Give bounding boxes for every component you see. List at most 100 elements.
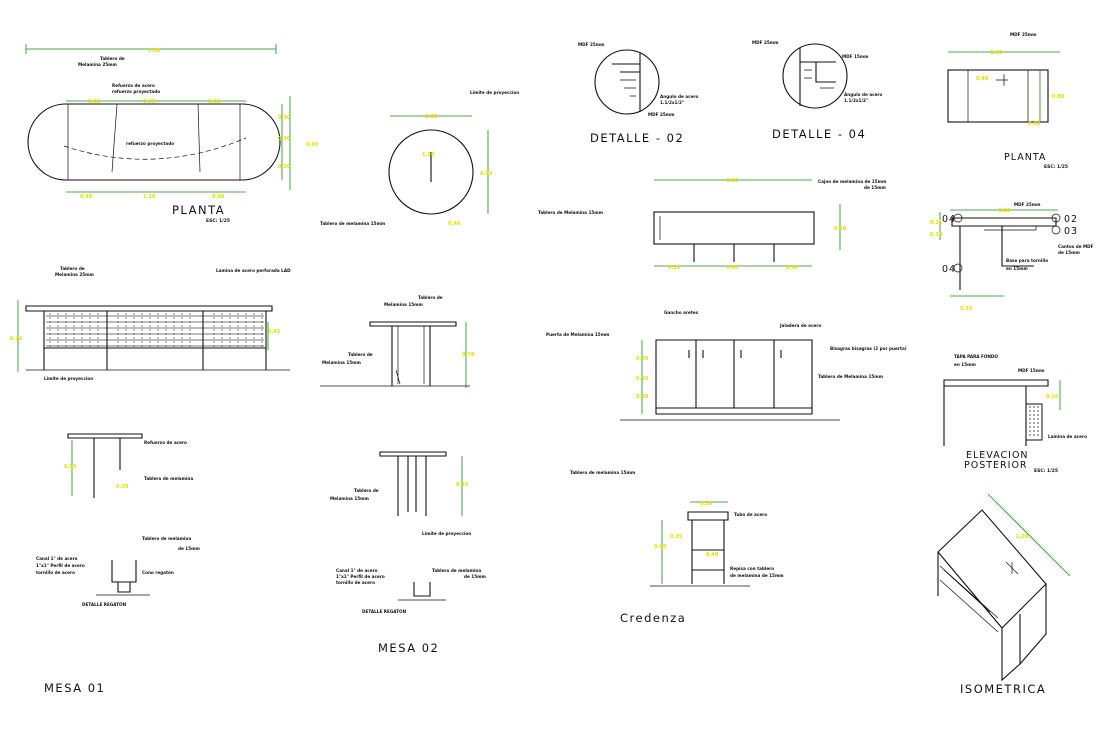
dim-label: 1.50: [990, 50, 1003, 56]
view-title: PLANTA: [1004, 152, 1046, 163]
detail-hatch: [620, 79, 636, 97]
note-label: de 15mm: [178, 546, 200, 551]
note-label: de 15mm: [1058, 250, 1080, 255]
dim-label: 0.40: [726, 265, 739, 271]
note-label: Refuerzo de acero: [144, 440, 187, 445]
note-label: Angulo de acero: [660, 94, 698, 99]
dim-label: 0.80: [1052, 94, 1065, 100]
dim-label: 0.40: [208, 99, 221, 105]
table-legs: [397, 456, 427, 516]
note-label: Tablero de Melamina 15mm: [538, 210, 604, 215]
note-label: Tablero de melamina 15mm: [570, 470, 636, 475]
dim-label: 0.10: [930, 232, 943, 238]
tabletop-edge: [67, 433, 143, 439]
support-line: [395, 326, 425, 385]
tabletop-edge: [379, 451, 447, 457]
dim-label: 0.40: [706, 552, 719, 558]
dim-label: 0.35: [456, 482, 469, 488]
note-label: Melamina 25mm: [78, 62, 118, 67]
note-label: MDF 25mm: [578, 42, 605, 47]
note-label: Jaladera de acero: [779, 323, 821, 328]
dim-label: 0.40: [976, 76, 989, 82]
dim-label: 0.15: [930, 220, 943, 226]
projection-curve: [63, 137, 247, 160]
tabletop-edge: [25, 305, 273, 312]
view-title: DETALLE - 04: [772, 127, 866, 141]
note-label: Tubo de acero: [734, 512, 767, 517]
view-title: PLANTA: [172, 203, 225, 217]
support-line: [111, 103, 201, 173]
view-title: MESA 02: [378, 641, 439, 655]
desk-isometric-sides: [937, 552, 1047, 682]
dim-label: 0.76: [10, 336, 23, 342]
table-legs: [43, 311, 267, 370]
detail-circle: [594, 49, 660, 115]
callout-number: 04: [942, 214, 956, 225]
divider-lines: [693, 244, 775, 262]
note-label: Tablero de: [418, 295, 443, 300]
note-label: Puerta de Melamina 15mm: [546, 332, 610, 337]
dim-line-vertical: [281, 96, 291, 190]
mesa02-elevation: Tablero de Melamina 15mm Tablero de Mela…: [320, 295, 475, 388]
note-label: Tablero de melamina: [144, 476, 193, 481]
note-label: Tablero de: [60, 266, 85, 271]
note-label: MDF 15mm: [1018, 368, 1045, 373]
oval-tabletop: [27, 103, 281, 181]
note-label: de melamina de 15mm: [730, 573, 784, 578]
note-label: MDF 25mm: [1010, 32, 1037, 37]
edge-line: [967, 70, 1029, 122]
note-label: tornillo de acero: [336, 580, 375, 585]
table-legs: [93, 438, 121, 498]
round-tabletop: [388, 129, 474, 215]
note-label: TAPA PARA FONDO: [954, 354, 998, 359]
dim-label: 0.40: [88, 99, 101, 105]
callout-circle: [953, 263, 963, 273]
dim-label: 0.30: [636, 394, 649, 400]
note-label: en 15mm: [954, 362, 976, 367]
note-label: Tablero de Melamina 15mm: [818, 374, 884, 379]
dim-label: 0.30: [668, 265, 681, 271]
dim-label: 1.20: [1016, 534, 1029, 540]
desk-legs: [959, 226, 1034, 290]
dim-label: 0.70: [636, 376, 649, 382]
desk-top-section: [951, 217, 1057, 227]
mesa01-elevation: Tablero de Melamina 25mm Lamina de acero…: [10, 266, 291, 381]
credenza-base: [655, 408, 813, 415]
center-mark: [1005, 561, 1019, 575]
dim-label: 0.30: [278, 115, 291, 121]
edge-line: [984, 225, 1037, 231]
note-label: Tablero de: [100, 56, 125, 61]
note-label: Tablero de melamina 15mm: [320, 221, 386, 226]
note-label: MDF 25mm: [752, 40, 779, 45]
dim-label: 0.40: [1028, 121, 1041, 127]
support-line: [996, 74, 1008, 86]
perforation-pattern: [46, 313, 264, 348]
callout-number: 03: [1064, 226, 1078, 237]
dim-label: 2.00: [148, 48, 161, 54]
credenza-plan: 1.40 Cajon de melamina de 15mm de 15mm T…: [538, 178, 887, 271]
note-label: MDF 25mm: [648, 112, 675, 117]
regaton-detail: [413, 582, 431, 597]
dim-label: 0.40: [448, 221, 461, 227]
note-label: Tablero de melamina: [432, 568, 481, 573]
dim-label: 0.35: [670, 534, 683, 540]
view-title: ISOMETRICA: [960, 682, 1046, 696]
note-label: Tablero de: [348, 352, 373, 357]
scale-label: ESC: 1/25: [1044, 164, 1068, 170]
mesa02-planta: Limite de proyeccion 1.00 1.00 0.90 Tabl…: [320, 90, 519, 227]
detail-profile: [612, 52, 641, 112]
note-label: Refuerzo de acero: [112, 83, 155, 88]
note-label: 1"x1" Perfil de acero: [336, 574, 385, 579]
note-label: Canal 1" de acero: [336, 568, 378, 573]
dim-label: 1.00: [425, 114, 438, 120]
note-label: refuerzo proyectado: [126, 141, 174, 146]
note-label: MDF 25mm: [1014, 202, 1041, 207]
note-label: Bisagras bisagras (2 por puerta): [830, 346, 907, 351]
scale-label: ESC: 1/25: [1034, 468, 1058, 474]
note-label: Repisa con tablero: [730, 566, 774, 571]
dim-label: 0.60: [654, 544, 667, 550]
dim-label: 1.40: [726, 178, 739, 184]
dim-label: 0.38: [116, 484, 129, 490]
dim-label: 0.45: [268, 329, 281, 335]
note-label: 1.1/2x1/2": [844, 98, 868, 103]
